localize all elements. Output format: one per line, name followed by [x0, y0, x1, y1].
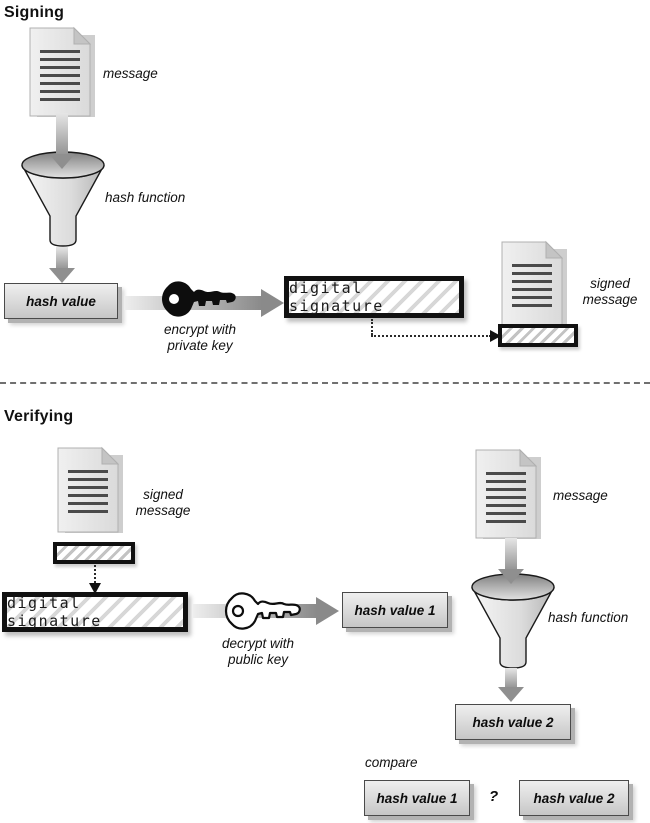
signature-strip [498, 324, 578, 347]
compare-hash-value-2-box: hash value 2 [519, 780, 629, 816]
dotted-arrowhead-icon [490, 330, 501, 342]
dotted-connector [371, 335, 491, 337]
compare-hash-value-1-label: hash value 1 [376, 790, 458, 806]
compare-hash-value-1-box: hash value 1 [364, 780, 470, 816]
compare-label: compare [365, 755, 418, 770]
decrypt-label: decrypt with public key [221, 636, 295, 667]
dotted-connector [371, 319, 373, 335]
digital-signature-box: digital signature [2, 592, 188, 632]
message-label: message [103, 66, 158, 81]
message-document-icon [29, 26, 95, 117]
signing-section: Signing message hash function [0, 0, 650, 382]
hash-value-1-label: hash value 1 [354, 602, 436, 618]
message-document-icon [475, 448, 541, 539]
encrypt-label: encrypt with private key [163, 322, 237, 353]
verifying-heading: Verifying [4, 408, 74, 425]
hash-function-label: hash function [548, 610, 629, 625]
hash-value-1-box: hash value 1 [342, 592, 448, 628]
hash-value-box: hash value [4, 283, 118, 319]
compare-hash-value-2-label: hash value 2 [533, 790, 615, 806]
arrow-down-icon [498, 668, 524, 702]
arrow-down-icon [49, 113, 75, 169]
arrow-down-icon [49, 247, 75, 283]
signed-message-label: signed message [135, 487, 191, 518]
signed-message-label: signed message [582, 276, 638, 307]
digital-signature-label: digital signature [289, 279, 384, 315]
section-divider [0, 382, 650, 384]
hash-value-2-box: hash value 2 [455, 704, 571, 740]
message-label: message [553, 488, 608, 503]
verifying-section: Verifying signed message digital signatu… [0, 386, 650, 823]
signed-message-document-icon [57, 446, 123, 533]
digital-signature-label: digital signature [7, 594, 102, 630]
hash-funnel-icon [471, 573, 555, 669]
dotted-connector [94, 565, 96, 583]
digital-signature-box: digital signature [284, 276, 464, 318]
signing-heading: Signing [4, 4, 65, 21]
public-key-icon [224, 592, 301, 630]
signed-message-document-icon [501, 240, 567, 327]
arrow-down-icon [498, 538, 524, 584]
compare-question-mark: ? [489, 788, 499, 805]
dotted-arrowhead-icon [89, 583, 101, 594]
hash-value-2-label: hash value 2 [472, 714, 554, 730]
private-key-icon [162, 281, 236, 317]
hash-value-label: hash value [26, 293, 96, 309]
signature-strip [53, 542, 135, 564]
hash-function-label: hash function [105, 190, 186, 205]
